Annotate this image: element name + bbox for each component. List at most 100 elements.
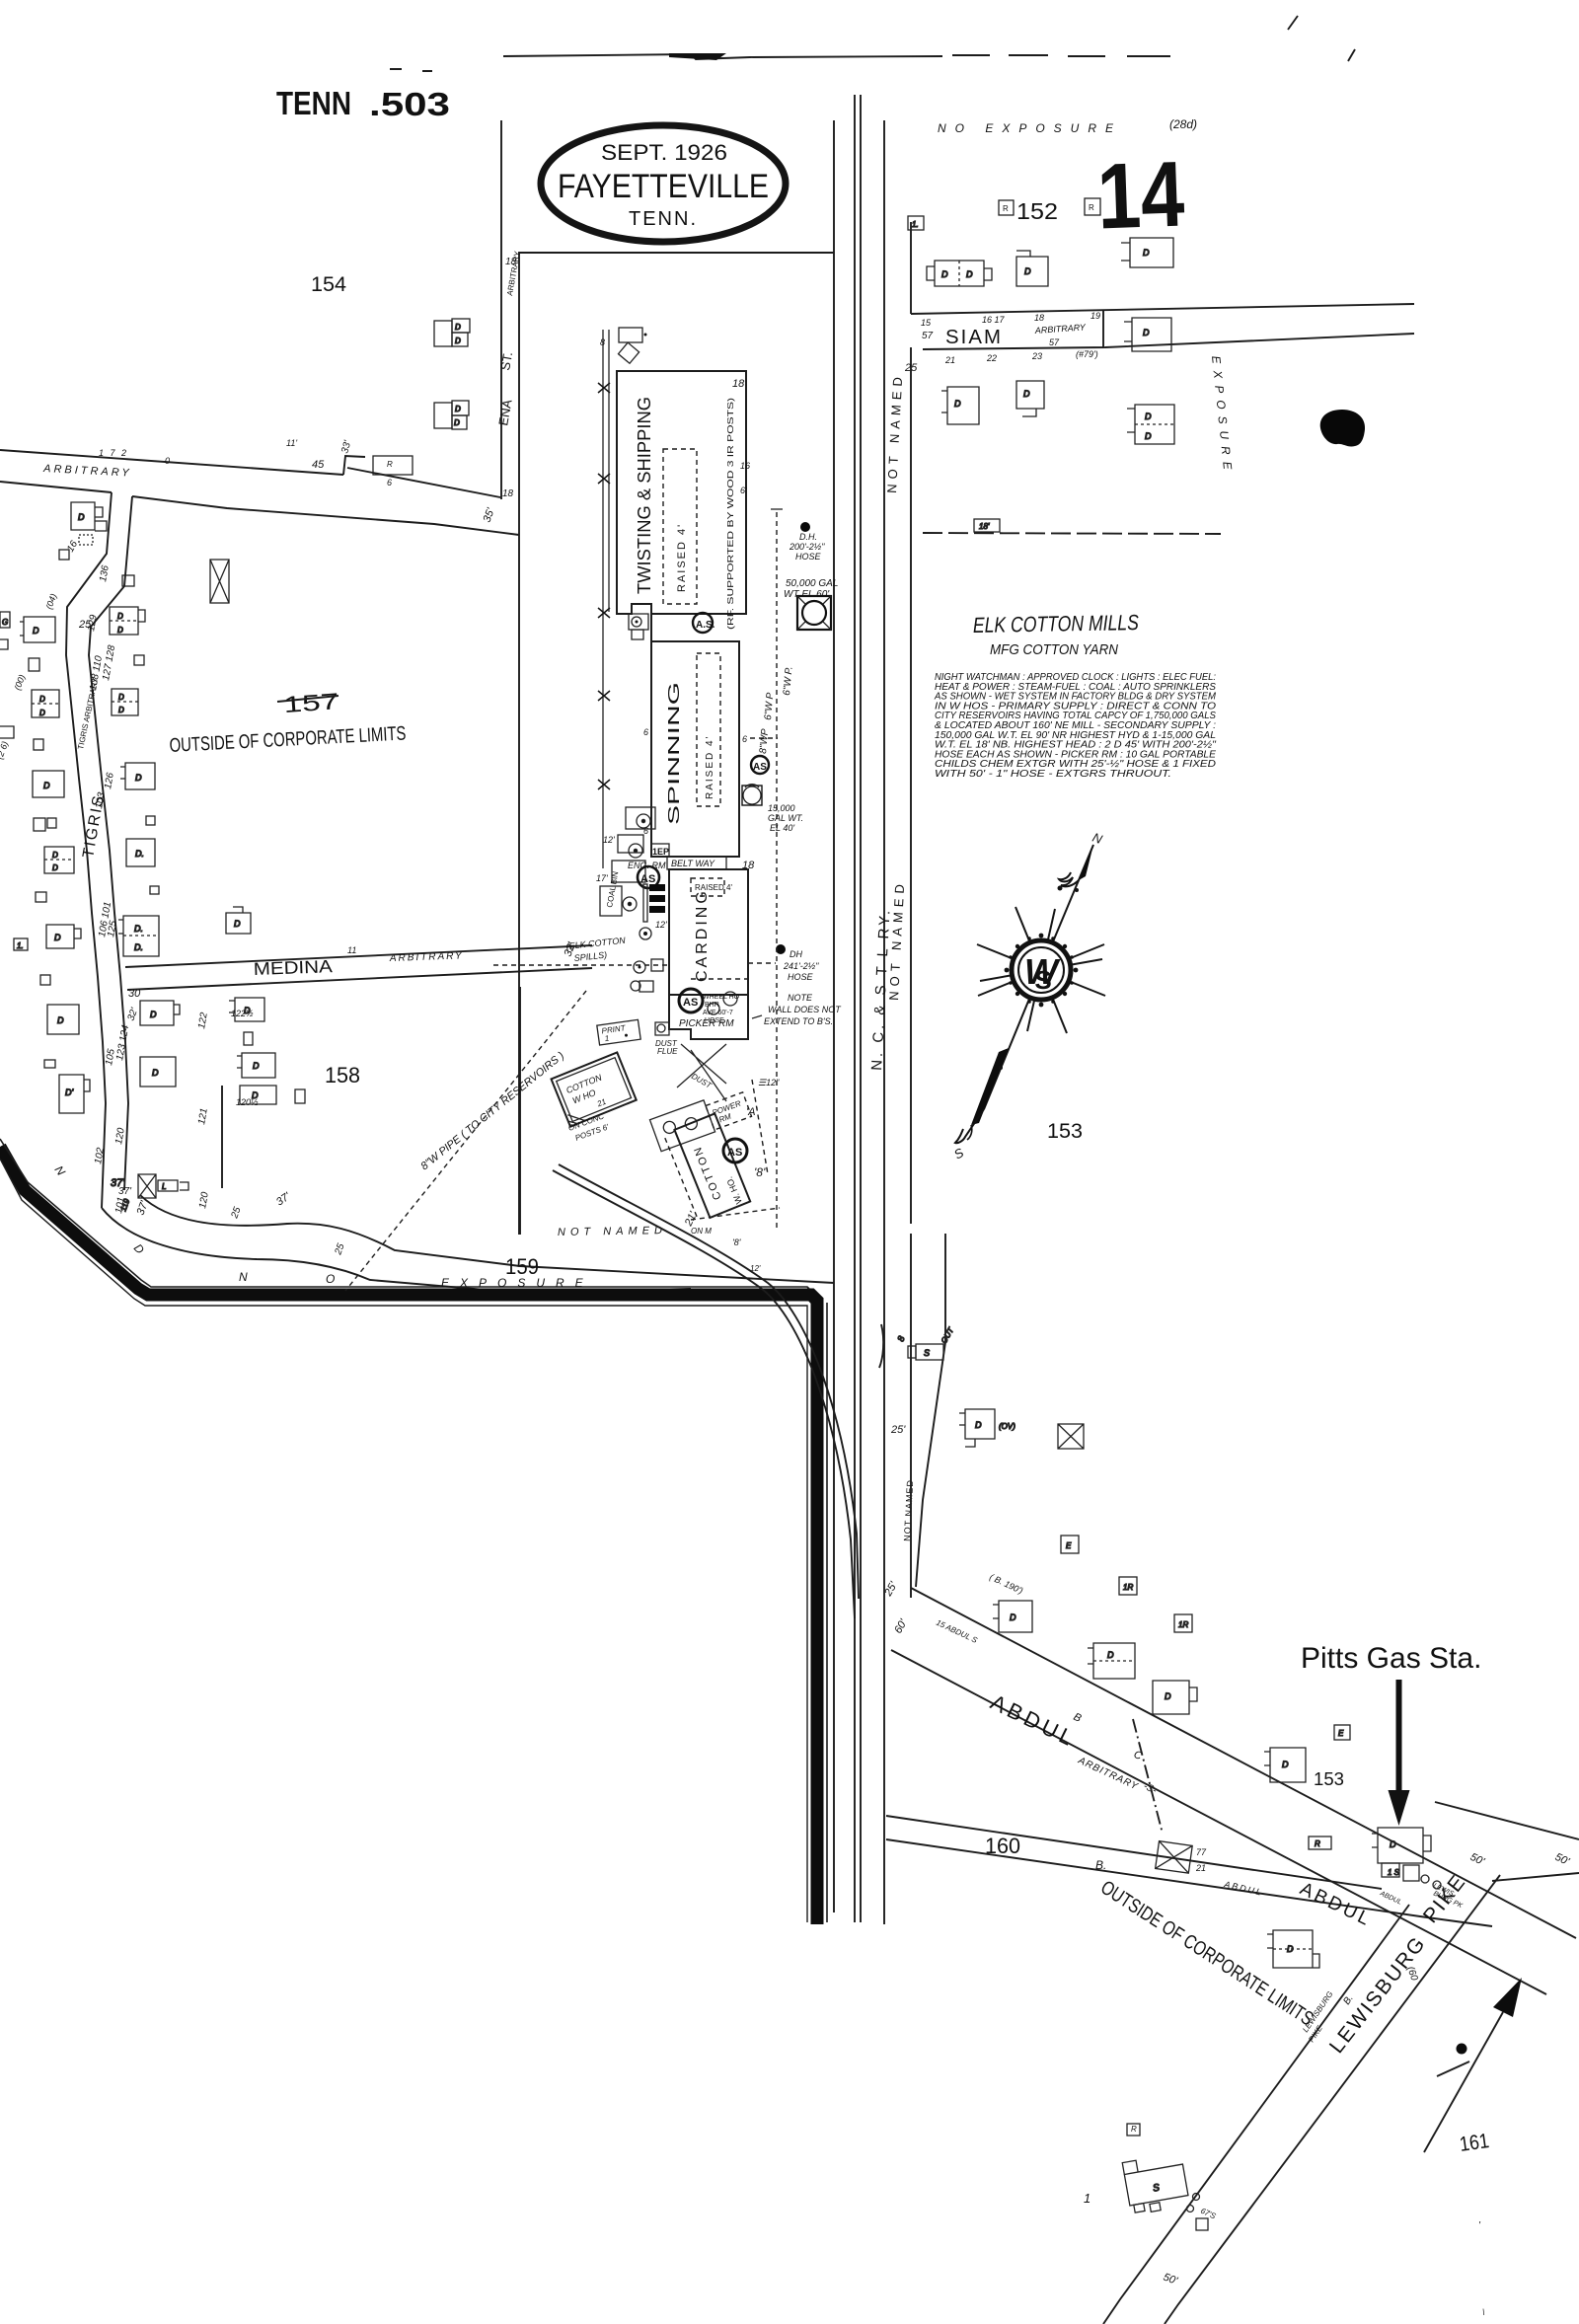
- svg-text:RAISED 4': RAISED 4': [676, 523, 688, 592]
- svg-text:SPINNING: SPINNING: [666, 682, 683, 825]
- svg-text:15 ABDUL S: 15 ABDUL S: [935, 1618, 979, 1645]
- svg-text:D: D: [252, 1090, 259, 1100]
- svg-text:S: S: [1152, 2183, 1161, 2195]
- svg-text:120½: 120½: [236, 1097, 259, 1107]
- svg-text:6"W P: 6"W P: [763, 692, 776, 720]
- svg-text:D: D: [118, 693, 124, 702]
- svg-text:57: 57: [1049, 337, 1060, 347]
- svg-text:33': 33': [339, 438, 353, 454]
- svg-text:OUTSIDE OF CORPORATE LIMITS: OUTSIDE OF CORPORATE LIMITS: [1096, 1877, 1316, 2031]
- svg-text:16 17: 16 17: [982, 315, 1006, 325]
- svg-text:D: D: [78, 512, 85, 522]
- svg-text:CARDING: CARDING: [694, 888, 711, 982]
- svg-text:TWISTING & SHIPPING: TWISTING & SHIPPING: [635, 397, 654, 594]
- svg-text:ABDUL: ABDUL: [1378, 1890, 1402, 1907]
- svg-text:120: 120: [197, 1191, 211, 1210]
- svg-text:ON M: ON M: [691, 1227, 712, 1236]
- svg-text:(60: (60: [1404, 1965, 1419, 1983]
- svg-text:25: 25: [229, 1205, 244, 1221]
- svg-text:6: 6: [643, 826, 648, 836]
- svg-text:D.H.: D.H.: [799, 532, 817, 542]
- svg-text:AS: AS: [683, 997, 698, 1009]
- svg-text:6': 6': [740, 486, 747, 495]
- svg-text:D: D: [455, 337, 461, 345]
- svg-text:37': 37': [111, 1177, 125, 1189]
- svg-text:NOT NAMED: NOT NAMED: [902, 1479, 915, 1541]
- svg-text:TENN: TENN: [276, 85, 351, 121]
- svg-text:25: 25: [78, 619, 92, 631]
- svg-text:D: D: [1390, 1839, 1396, 1849]
- svg-text:60': 60': [892, 1616, 910, 1635]
- svg-text:ENA: ENA: [495, 398, 514, 426]
- svg-text:15,000: 15,000: [768, 803, 795, 813]
- svg-text:GAL WT.: GAL WT.: [768, 813, 803, 823]
- svg-text:D: D: [118, 706, 124, 714]
- svg-text:37': 37': [274, 1190, 293, 1209]
- svg-text:ARBITRARY: ARBITRARY: [389, 950, 464, 964]
- svg-text:12': 12': [655, 920, 667, 930]
- svg-text:D: D: [43, 781, 50, 790]
- svg-text:HOSE: HOSE: [705, 1017, 724, 1024]
- svg-text:129: 129: [86, 614, 100, 633]
- svg-text:A.S.: A.S.: [696, 620, 715, 631]
- svg-text:D.: D.: [134, 924, 143, 934]
- svg-text:35': 35': [482, 506, 497, 524]
- svg-text:18': 18': [979, 522, 990, 531]
- svg-text:21: 21: [1195, 1863, 1206, 1873]
- svg-text:IN W HOS - PRIMARY SUPPLY :: IN W HOS - PRIMARY SUPPLY : DIRECT & CON…: [935, 701, 1216, 712]
- svg-text:\: \: [1482, 2307, 1485, 2317]
- svg-text:(28d): (28d): [1169, 117, 1197, 131]
- svg-text:241'-2½": 241'-2½": [783, 961, 819, 971]
- svg-text:37': 37': [118, 1186, 132, 1197]
- svg-text:18: 18: [732, 378, 745, 390]
- svg-text:18: 18: [502, 488, 514, 499]
- svg-text:N: N: [1090, 830, 1105, 848]
- svg-text:8: 8: [895, 1335, 906, 1343]
- svg-text:22: 22: [986, 353, 997, 363]
- svg-text:CHILDS CHEM EXTGR WITH 25': CHILDS CHEM EXTGR WITH 25'-½" HOSE & 1 F…: [935, 759, 1216, 770]
- svg-text:DH: DH: [790, 949, 802, 959]
- svg-text:127 128: 127 128: [101, 644, 117, 682]
- svg-text:WALL DOES NOT: WALL DOES NOT: [768, 1005, 842, 1014]
- svg-text:BHR: BHR: [705, 1002, 719, 1009]
- svg-text:150,000 GAL W.T. EL 90' NR: 150,000 GAL W.T. EL 90' NR HIGHEST HYD &…: [935, 730, 1216, 741]
- svg-text:SEPT. 1926: SEPT. 1926: [601, 140, 727, 165]
- svg-text:153: 153: [1047, 1120, 1083, 1143]
- svg-text:ELK COTTON MILLS: ELK COTTON MILLS: [973, 610, 1140, 637]
- svg-text:57: 57: [922, 331, 934, 341]
- svg-text:HOSE: HOSE: [788, 972, 814, 982]
- svg-text:ARBITRARY: ARBITRARY: [1033, 322, 1087, 336]
- svg-text:HOSE EACH AS SHOWN - PICKER: HOSE EACH AS SHOWN - PICKER RM : 10 GAL …: [935, 749, 1216, 760]
- svg-text:D: D: [1143, 328, 1150, 337]
- svg-text:122: 122: [196, 1012, 210, 1030]
- svg-text:D: D: [1024, 266, 1031, 276]
- svg-text:B.: B.: [1095, 1858, 1106, 1872]
- svg-text:HEAT & POWER : STEAM-FUEL : CO: HEAT & POWER : STEAM-FUEL : COAL : AUTO …: [935, 682, 1216, 693]
- svg-text:DUST: DUST: [655, 1039, 678, 1048]
- svg-text:W: W: [1024, 951, 1061, 992]
- svg-text:D: D: [1287, 1944, 1294, 1954]
- svg-text:11': 11': [286, 438, 297, 448]
- svg-text:121: 121: [196, 1107, 210, 1125]
- svg-text:WITH 50' - 1" HOSE - EXTGRS: WITH 50' - 1" HOSE - EXTGRS THRUOUT.: [935, 769, 1171, 780]
- svg-text:D: D: [54, 933, 61, 942]
- svg-text:1: 1: [1084, 2191, 1090, 2206]
- svg-text:1R: 1R: [1178, 1620, 1188, 1629]
- svg-text:R: R: [1315, 1839, 1320, 1848]
- svg-text:D.: D.: [134, 942, 143, 952]
- svg-text:1R: 1R: [1123, 1583, 1133, 1592]
- svg-text:ST.: ST.: [497, 350, 515, 371]
- svg-text:50': 50': [1468, 1851, 1487, 1868]
- svg-text:D: D: [57, 1015, 64, 1025]
- svg-text:'A': 'A': [746, 1106, 758, 1118]
- svg-text:D: D: [253, 1061, 260, 1071]
- svg-text:E: E: [1338, 1729, 1344, 1738]
- svg-text:32': 32': [125, 1006, 140, 1022]
- svg-text:8"W PIPE ( TO CITY RESERVOIRS: 8"W PIPE ( TO CITY RESERVOIRS ): [418, 1050, 566, 1173]
- svg-text:AS: AS: [753, 762, 767, 773]
- svg-text:NOT NAMED: NOT NAMED: [884, 372, 905, 493]
- svg-text:(04): (04): [43, 592, 58, 610]
- svg-text:6: 6: [742, 734, 747, 744]
- svg-text:WHEEL HO: WHEEL HO: [703, 994, 740, 1001]
- svg-text:45: 45: [312, 459, 325, 471]
